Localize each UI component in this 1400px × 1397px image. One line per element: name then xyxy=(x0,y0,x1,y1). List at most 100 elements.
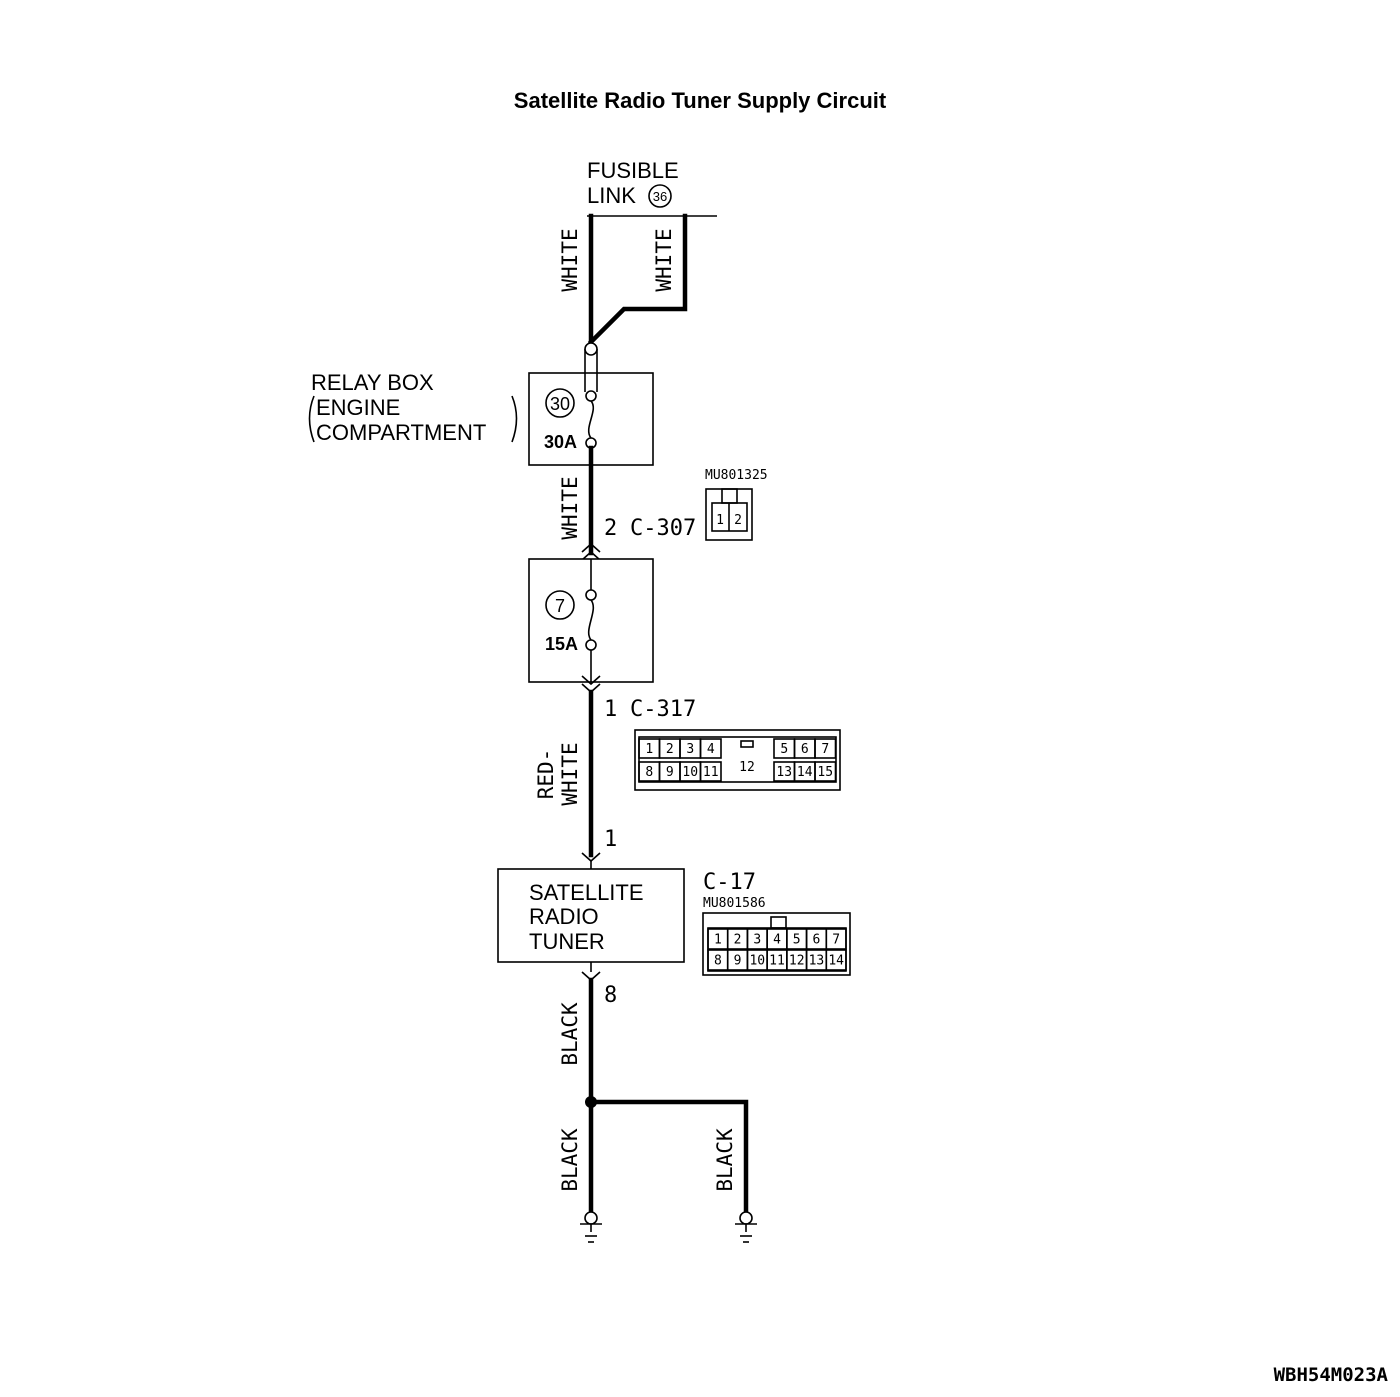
connector-c17-pin-1: 1 xyxy=(714,933,722,948)
tuner-input-pin: 1 xyxy=(604,827,617,852)
connector-c17-pin-5: 5 xyxy=(793,933,801,948)
connector-c317-pin-8: 8 xyxy=(645,765,653,780)
fuse-block-fuse-element xyxy=(587,599,595,641)
connector-c17-pin-6: 6 xyxy=(813,933,821,948)
connector-c17-pin-14-cell xyxy=(825,949,847,971)
ground-symbol-right xyxy=(735,1211,757,1243)
connector-c307-arrow-bottom xyxy=(581,550,601,561)
diagram-title: Satellite Radio Tuner Supply Circuit xyxy=(514,88,887,113)
wire-label-fuse-to-tuner-line2: WHITE xyxy=(558,742,582,805)
connector-c17-pin-12: 12 xyxy=(789,954,805,969)
tuner-label-line3: TUNER xyxy=(529,929,605,954)
fuse-block-number-circle xyxy=(545,590,575,620)
tuner-label-line2: RADIO xyxy=(529,904,599,929)
tuner-label-line1: SATELLITE xyxy=(529,880,644,905)
connector-c307-pin-1: 1 xyxy=(716,513,724,528)
connector-c17-latch xyxy=(770,916,787,929)
connector-c317-pin-12: 12 xyxy=(739,760,755,775)
wire-label-tuner-ground: BLACK xyxy=(558,1002,582,1066)
connector-c317-pin-14: 14 xyxy=(797,765,813,780)
connector-c317-pin-10: 10 xyxy=(682,765,698,780)
connector-c307-arrow-top xyxy=(581,542,601,553)
connector-c17-pin-4: 4 xyxy=(773,933,781,948)
connector-c17-pin-13: 13 xyxy=(809,954,825,969)
connector-c17-pin-7-cell xyxy=(825,928,847,950)
connector-c307-part: MU801325 xyxy=(705,468,768,483)
wire-label-fusible-right: WHITE xyxy=(652,228,676,291)
satellite-radio-tuner: SATELLITE RADIO TUNER xyxy=(497,868,685,963)
wire-label-ground-left: BLACK xyxy=(558,1128,582,1192)
relay-box-right-paren xyxy=(511,395,518,443)
connector-c317-pin-4-cell xyxy=(699,738,722,759)
fuse-block-rating: 15A xyxy=(545,634,578,654)
connector-c317-pin-9: 9 xyxy=(666,765,674,780)
wire-label-relay-to-fuse: WHITE xyxy=(558,476,582,539)
figure-id: WBH54M023A xyxy=(1274,1364,1389,1386)
relay-box: RELAY BOX ENGINE COMPARTMENT 30 30A xyxy=(308,342,654,466)
ground-wiring: 8 BLACK BLACK BLACK xyxy=(558,962,757,1243)
connector-c317-pin-5: 5 xyxy=(780,742,788,757)
relay-box-fuse-terminal-top xyxy=(585,390,597,402)
wire-ground-right xyxy=(588,1099,749,1215)
connector-c17-pin-3: 3 xyxy=(753,933,761,948)
connector-c17-pin-2: 2 xyxy=(734,933,742,948)
fusible-link: FUSIBLE LINK 36 xyxy=(587,158,717,217)
connector-c307-pin: 2 xyxy=(604,516,617,541)
relay-box-label-line1: RELAY BOX xyxy=(311,370,434,395)
connector-c17-part: MU801586 xyxy=(703,896,766,911)
connector-c317-pin-15: 15 xyxy=(817,765,833,780)
relay-box-label-line2: ENGINE xyxy=(316,395,400,420)
connector-c317-name: C-317 xyxy=(630,697,696,722)
connector-c317-pin-11: 11 xyxy=(703,765,719,780)
connector-c17-name: C-17 xyxy=(703,870,756,895)
connector-c317-pin-13: 13 xyxy=(776,765,792,780)
connector-c317-pin: 1 xyxy=(604,697,617,722)
fuse-to-tuner-wire: 1 C-317 RED- WHITE 1 xyxy=(534,675,696,870)
connector-c307-pin-2: 2 xyxy=(734,513,742,528)
connector-c17-pin-7: 7 xyxy=(832,933,840,948)
tuner-box xyxy=(497,868,685,963)
wire-label-ground-right: BLACK xyxy=(713,1128,737,1192)
fusible-link-label-line2: LINK xyxy=(587,183,636,208)
tuner-ground-pin: 8 xyxy=(604,983,617,1008)
connector-c317-pin-7: 7 xyxy=(821,742,829,757)
connector-c317-body xyxy=(634,729,841,791)
connector-c17-pin-10: 10 xyxy=(749,954,765,969)
connector-c307-face: MU801325 1 2 xyxy=(705,468,768,541)
connector-c17-pin-14: 14 xyxy=(828,954,844,969)
wire-label-fusible-left: WHITE xyxy=(558,228,582,291)
fusible-link-wires: WHITE WHITE xyxy=(558,213,688,346)
relay-box-label-line3: COMPARTMENT xyxy=(316,420,486,445)
connector-c317-pin-1: 1 xyxy=(645,742,653,757)
wire-fusible-right xyxy=(587,213,688,346)
relay-box-fuse-rating: 30A xyxy=(544,432,577,452)
fuse-block-terminal-bottom xyxy=(585,639,597,651)
connector-c17-pin-9: 9 xyxy=(734,954,742,969)
connector-c317-arrow-top xyxy=(581,675,601,686)
connector-c317-inner xyxy=(638,736,837,783)
fusible-link-number-circle xyxy=(648,184,672,208)
connector-c317-pin-6: 6 xyxy=(801,742,809,757)
fuse-block-terminal-top xyxy=(585,589,597,601)
connector-c317-pin-15-cell xyxy=(814,761,837,782)
connector-c317-latch xyxy=(740,740,754,748)
ground-left-terminal xyxy=(584,1211,598,1225)
relay-box-fuse-number: 30 xyxy=(550,394,570,414)
relay-box-fuse-element xyxy=(587,400,595,439)
relay-to-fuse-wire: WHITE 2 C-307 xyxy=(558,445,696,561)
connector-c307-name: C-307 xyxy=(630,516,696,541)
connector-c317-pin-11-cell xyxy=(699,761,722,782)
connector-c17-pin-11: 11 xyxy=(769,954,785,969)
connector-c317-pin-7-cell xyxy=(814,738,837,759)
ground-right-terminal xyxy=(739,1211,753,1225)
relay-box-top-terminal xyxy=(584,342,598,356)
connector-c17-pin-8: 8 xyxy=(714,954,722,969)
relay-box-left-paren xyxy=(308,395,315,443)
fuse-block: 7 15A xyxy=(528,558,654,683)
relay-box-fuse-number-circle xyxy=(545,388,575,418)
